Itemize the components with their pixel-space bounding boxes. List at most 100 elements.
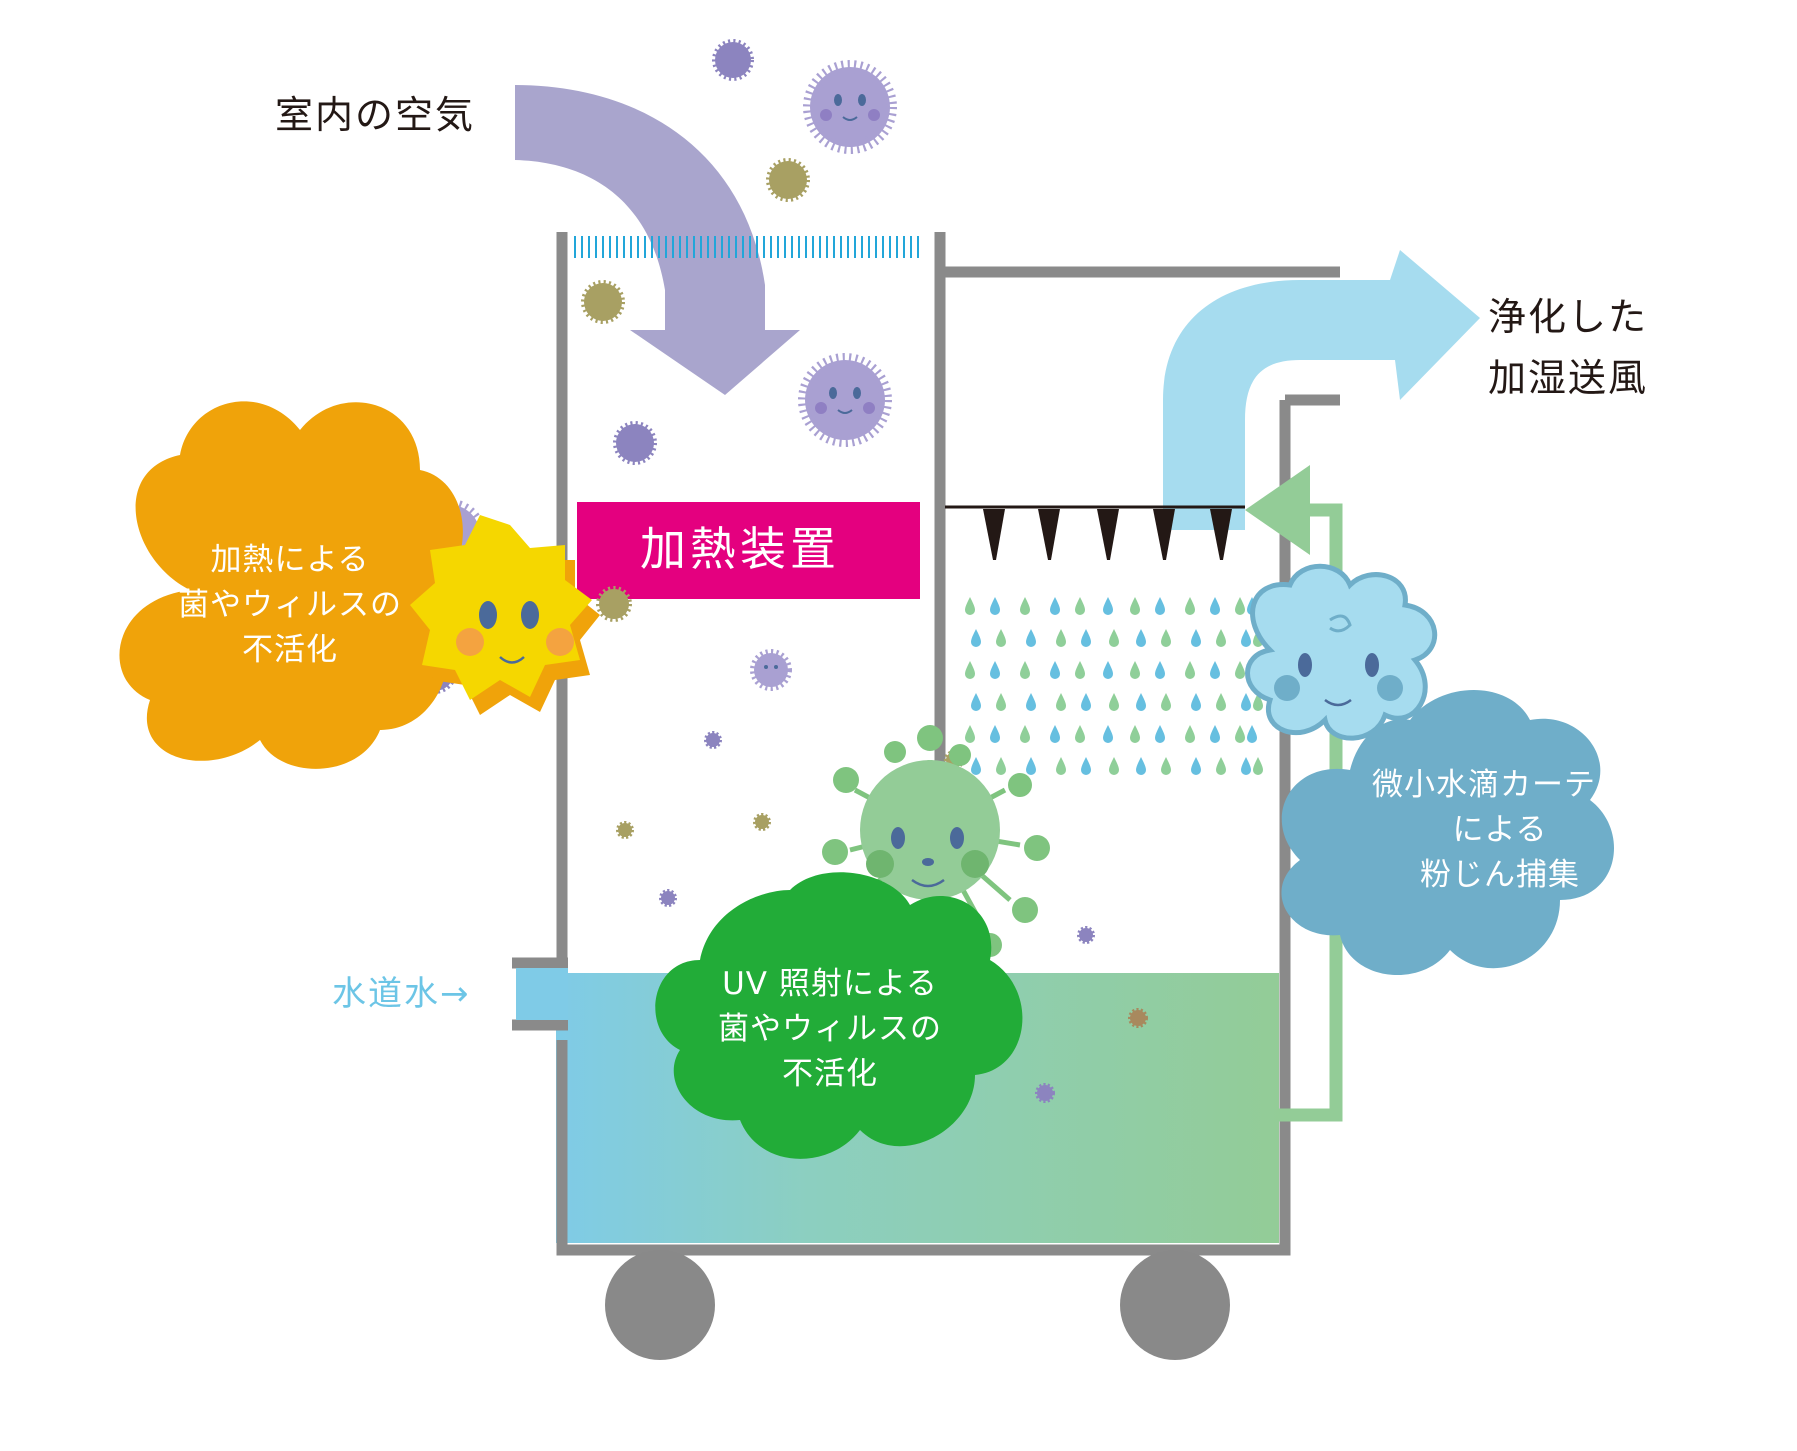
water-drop-icon (1161, 693, 1171, 711)
dust-particle-icon (704, 731, 722, 749)
water-drop-icon (1026, 629, 1036, 647)
water-drop-icon (1235, 597, 1245, 615)
heat-inactivation-cloud (119, 401, 463, 769)
water-drop-icon (996, 757, 1006, 775)
indoor-air-label: 室内の空気 (275, 93, 476, 137)
dust-particle-icon (753, 813, 771, 831)
water-drop-icon (1056, 757, 1066, 775)
dust-particle-icon (616, 821, 634, 839)
water-drop-icon (965, 661, 975, 679)
water-drop-icon (1026, 757, 1036, 775)
water-drop-icon (1241, 693, 1251, 711)
water-drop-icon (1103, 597, 1113, 615)
droplet-curtain-label: 微小水滴カーテン による 粉じん捕集 (1372, 767, 1628, 893)
return-pipe-arrowhead (1245, 465, 1310, 555)
water-inlet-pipe (516, 968, 568, 1020)
uv-inactivation-label: UV 照射による 菌やウィルスの 不活化 (718, 966, 942, 1092)
spray-nozzle-icon (983, 509, 1005, 560)
water-drop-icon (965, 597, 975, 615)
purified-air-arrow (1163, 250, 1480, 530)
water-drop-icon (1136, 693, 1146, 711)
water-drop-icon (996, 629, 1006, 647)
water-drop-icon (1109, 693, 1119, 711)
water-drop-icon (1241, 629, 1251, 647)
water-drop-icon (1216, 629, 1226, 647)
indoor-air-arrow (515, 85, 800, 395)
droplet-curtain-cloud (1281, 690, 1614, 976)
water-drop-icon (1075, 597, 1085, 615)
dust-particle-icon (1077, 926, 1095, 944)
uv-inactivation-cloud (655, 872, 1023, 1159)
water-drop-icon (1191, 757, 1201, 775)
water-drop-icon (1210, 597, 1220, 615)
water-drop-icon (1056, 629, 1066, 647)
dust-particle-icon (712, 39, 754, 81)
heat-inactivation-label: 加熱による 菌やウィルスの 不活化 (178, 542, 402, 668)
water-drop-icon (1109, 757, 1119, 775)
dust-particle-icon (581, 280, 625, 324)
water-drop-icon (1247, 725, 1257, 743)
water-drop-icon (1020, 661, 1030, 679)
heater-label: 加熱装置 (640, 522, 840, 576)
spray-nozzle-icon (1097, 509, 1119, 560)
sun-character-icon (410, 515, 600, 715)
water-drop-icon (990, 661, 1000, 679)
virus-character-icon (803, 60, 897, 154)
water-drop-icon (1210, 661, 1220, 679)
wheel-right (1120, 1250, 1230, 1360)
water-drop-icon (990, 725, 1000, 743)
water-cloud-character-icon (1245, 563, 1438, 741)
water-drop-icon (971, 629, 981, 647)
water-drop-icon (1130, 725, 1140, 743)
water-drop-icon (1155, 597, 1165, 615)
water-drop-icon (1235, 725, 1245, 743)
water-drop-icon (1253, 757, 1263, 775)
purified-air-label: 浄化した 加湿送風 (1488, 295, 1649, 400)
water-drop-icon (1235, 661, 1245, 679)
spray-nozzle-icon (1038, 509, 1060, 560)
water-drop-icon (1075, 725, 1085, 743)
water-drop-icon (1136, 757, 1146, 775)
dust-particle-icon (659, 889, 677, 907)
dust-particle-icon (1035, 1083, 1055, 1103)
dust-particle-icon (613, 421, 657, 465)
heater-block (577, 502, 920, 599)
water-drop-icon (971, 757, 981, 775)
water-drop-icon (1026, 693, 1036, 711)
water-drop-icon (1020, 597, 1030, 615)
water-drop-icon (1075, 661, 1085, 679)
tap-water-label: 水道水→ (332, 974, 471, 1014)
dust-particle-icon (1128, 1008, 1148, 1028)
water-drop-icon (1210, 725, 1220, 743)
water-drop-icon (965, 725, 975, 743)
water-drop-icon (1155, 661, 1165, 679)
spray-nozzle-icon (1153, 509, 1175, 560)
water-drop-icon (1103, 661, 1113, 679)
virus-character-icon (750, 649, 792, 691)
water-drop-icon (1136, 629, 1146, 647)
water-drop-icon (1216, 693, 1226, 711)
water-drop-icon (1216, 757, 1226, 775)
water-drop-icon (1191, 693, 1201, 711)
dust-particle-icon (596, 586, 632, 622)
water-drop-icon (1050, 725, 1060, 743)
dust-particle-icon (766, 158, 810, 202)
wheel-left (605, 1250, 715, 1360)
water-drop-icon (1191, 629, 1201, 647)
water-drop-icon (1109, 629, 1119, 647)
water-drop-icon (1020, 725, 1030, 743)
water-drop-icon (990, 597, 1000, 615)
water-drop-icon (1130, 661, 1140, 679)
water-drop-icon (1161, 757, 1171, 775)
water-drop-icon (1081, 693, 1091, 711)
water-drop-icon (1050, 597, 1060, 615)
water-drop-icon (1185, 725, 1195, 743)
water-drop-icon (1241, 757, 1251, 775)
water-drop-icon (971, 693, 981, 711)
water-drop-icon (1081, 629, 1091, 647)
water-drop-icon (1103, 725, 1113, 743)
spray-bar (945, 505, 1245, 560)
water-drop-icon (1185, 597, 1195, 615)
water-drop-icon (1185, 661, 1195, 679)
